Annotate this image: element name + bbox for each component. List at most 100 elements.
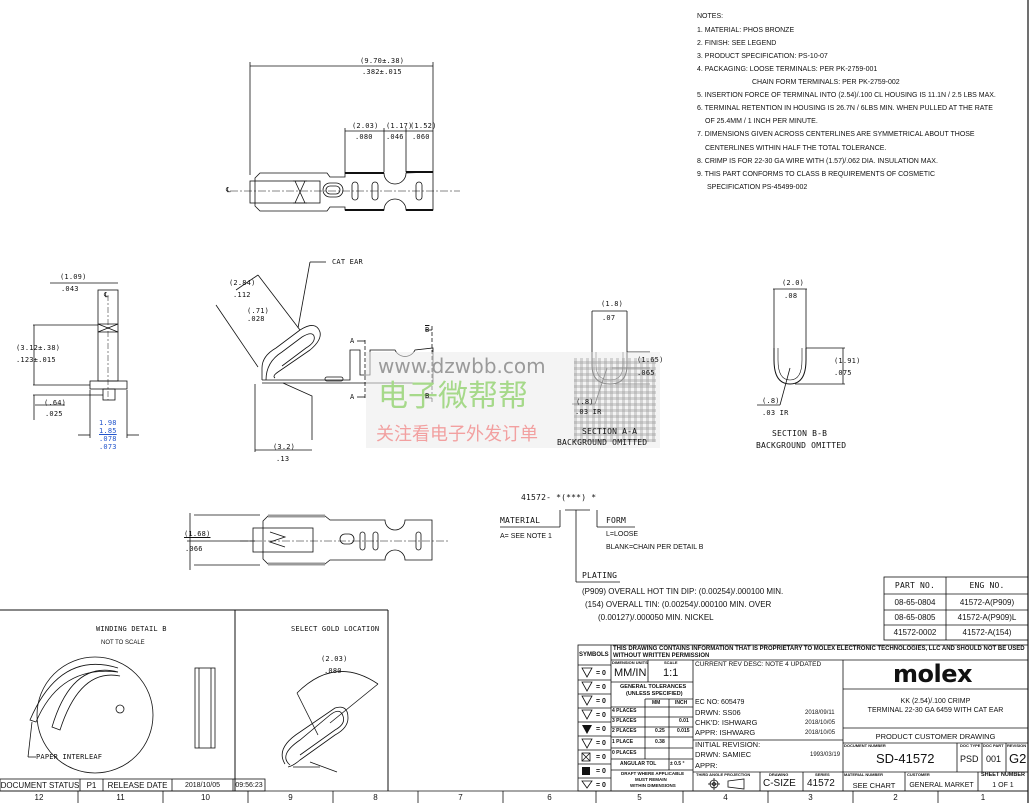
dim-d1-in: .080 — [355, 133, 373, 141]
note-item: 6. TERMINAL RETENTION IN HOUSING IS 26.7… — [697, 105, 993, 112]
dim-aa-height-in: .065 — [637, 369, 655, 377]
note-item: 3. PRODUCT SPECIFICATION: PS-10-07 — [697, 53, 828, 60]
sheet-number: 1 OF 1 — [992, 781, 1014, 789]
zone-number: 7 — [458, 792, 463, 802]
zone-number: 1 — [980, 792, 986, 802]
zone-number: 12 — [34, 792, 44, 802]
dim-units: MM/IN — [614, 667, 647, 679]
dim-flange-mm-max: 1.98 — [99, 419, 117, 427]
plating-line: (P909) OVERALL HOT TIN DIP: (0.00254)/.0… — [582, 587, 784, 596]
tol-row-label: 0 PLACES — [612, 750, 637, 756]
plating-label: PLATING — [582, 571, 618, 580]
current-rev-desc: CURRENT REV DESC: NOTE 4 UPDATED — [695, 661, 822, 668]
centerline-symbol: ℄ — [104, 292, 109, 299]
note-item: OF 25.4MM / 1 INCH PER MINUTE. — [705, 118, 818, 125]
symbol-value: = 0 — [596, 754, 606, 761]
symbol-value: = 0 — [596, 712, 606, 719]
dim-bottom-mm: (1.68) — [184, 530, 211, 538]
drawing-size: C-SIZE — [763, 778, 796, 789]
table-cell: 08-65-0804 — [894, 597, 936, 607]
material-label: MATERIAL — [500, 516, 541, 525]
dim-bb-height-in: .075 — [834, 369, 852, 377]
plating-line: (0.00127)/.000050 MIN. NICKEL — [598, 613, 714, 622]
dim-aa-width-mm: (1.8) — [601, 300, 624, 308]
dim-b-in: .028 — [247, 315, 265, 323]
table-header: ENG NO. — [969, 581, 1005, 590]
symbol-value: = 0 — [596, 740, 606, 747]
zone-number: 6 — [547, 792, 552, 802]
note-item: 2. FINISH: SEE LEGEND — [697, 40, 777, 47]
draft-note: DRAFT WHERE APPLICABLE — [621, 771, 685, 776]
note-item: 1. MATERIAL: PHOS BRONZE — [697, 27, 795, 34]
tol-row-inch: 0.01 — [679, 718, 689, 724]
section-bb-drawing — [757, 288, 845, 406]
tol-row-mm: 0.38 — [655, 739, 665, 745]
initial-approved-by: APPR: — [695, 761, 718, 770]
tol-title: GENERAL TOLERANCES — [620, 684, 687, 690]
tol-row-label: 4 PLACES — [612, 708, 637, 714]
dim-d3-in: .060 — [412, 133, 430, 141]
third-angle-projection-symbol — [708, 778, 745, 790]
zone-number: 5 — [637, 792, 642, 802]
dim-bb-radius-mm: (.8) — [762, 397, 780, 405]
dim-c-mm: (3.2) — [273, 443, 296, 451]
doc-type: PSD — [960, 754, 979, 764]
form-option: BLANK=CHAIN PER DETAIL B — [606, 544, 704, 551]
tol-mm-header: MM — [652, 700, 661, 706]
paper-interleaf-label: PAPER INTERLEAF — [36, 753, 103, 761]
symbol-value: = 0 — [596, 782, 606, 789]
molex-logo: molex — [893, 660, 972, 688]
section-aa-title: SECTION A-A — [582, 427, 638, 436]
note-item: 9. THIS PART CONFORMS TO CLASS B REQUIRE… — [697, 171, 936, 178]
initial-date: 1993/03/19 — [810, 752, 841, 758]
table-cell: 41572-A(P909)L — [957, 613, 1017, 622]
part-code: 41572- *(***) * — [521, 493, 597, 502]
notes-title: NOTES: — [697, 13, 724, 20]
doc-status-value: P1 — [86, 780, 97, 790]
doc-number-label: DOCUMENT NUMBER — [844, 743, 886, 748]
dim-flange-mm-min: 1.85 — [99, 427, 117, 435]
drawn-by: DRWN: SS06 — [695, 708, 741, 717]
drawn-date: 2018/09/11 — [805, 710, 835, 716]
gold-dim-in: .080 — [324, 667, 342, 675]
centerline-symbol: ℄ — [226, 187, 231, 194]
section-a-marker: A — [350, 337, 355, 345]
dim-d3-mm: (1.52) — [410, 122, 437, 130]
checked-by: CHK'D: ISHWARG — [695, 718, 758, 727]
customer-label: CUSTOMER — [907, 772, 930, 777]
tol-row-label: 2 PLACES — [612, 728, 637, 734]
gold-location-drawing — [281, 671, 379, 773]
bottom-detail-frames — [0, 609, 389, 792]
dim-thick-in: .025 — [45, 410, 63, 418]
release-time: 09:56:23 — [235, 781, 263, 789]
dim-width-in: .043 — [61, 285, 79, 293]
doc-part-label: DOC PART — [983, 743, 1004, 748]
section-aa-subtitle: BACKGROUND OMITTED — [557, 438, 648, 447]
revision-label: REVISION — [1007, 743, 1027, 748]
customer: GENERAL MARKET — [909, 781, 974, 789]
watermark: www.dzwbb.com 电子微帮帮 关注看电子外发订单 — [366, 352, 660, 448]
note-item: CHAIN FORM TERMINALS: PER PK-2759-002 — [752, 79, 900, 86]
note-item: SPECIFICATION PS-45499-002 — [707, 184, 808, 191]
initial-revision-label: INITIAL REVISION: — [695, 740, 761, 749]
dim-bb-width-in: .08 — [784, 292, 798, 300]
dim-bb-width-mm: (2.0) — [782, 279, 805, 287]
sheet-number-label: SHEET NUMBER — [981, 772, 1026, 778]
gold-title: SELECT GOLD LOCATION — [291, 625, 380, 633]
proprietary-notice: THIS DRAWING CONTAINS INFORMATION THAT I… — [613, 646, 1025, 659]
projection-label: THIRD ANGLE PROJECTION — [696, 772, 751, 777]
series: 41572 — [807, 778, 835, 789]
dim-units-label: DIMENSION UNITS — [612, 660, 648, 665]
winding-detail-drawing — [27, 656, 216, 774]
dim-bb-radius-in: .03 IR — [762, 409, 789, 417]
end-view-drawing — [33, 282, 139, 438]
material-number-label: MATERIAL NUMBER — [844, 772, 883, 777]
angular-tol-label: ANGULAR TOL — [620, 761, 657, 767]
section-b-marker: B — [425, 392, 430, 400]
release-date: 2018/10/05 — [184, 781, 221, 789]
revision: G2 — [1009, 751, 1027, 766]
gold-dim-mm: (2.03) — [321, 655, 348, 663]
section-bb-subtitle: BACKGROUND OMITTED — [756, 441, 847, 450]
material-number: SEE CHART — [852, 780, 896, 790]
